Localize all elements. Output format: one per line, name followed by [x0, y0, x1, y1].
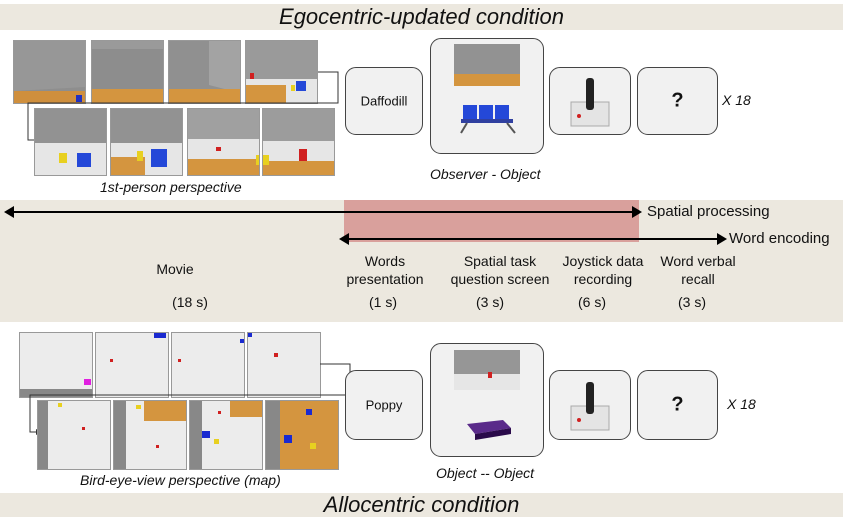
bottom-perspective-caption: Bird-eye-view perspective (map): [80, 472, 281, 488]
word-presentation-box: Daffodill: [345, 67, 423, 135]
top-condition-title: Egocentric-updated condition: [279, 4, 564, 29]
movie-frame: [13, 40, 86, 104]
duration-spatial-task: (3 s): [476, 294, 504, 310]
joystick-box: [549, 370, 631, 440]
duration-movie: (18 s): [172, 294, 208, 310]
movie-frame: [245, 40, 318, 104]
spatial-processing-highlight: [344, 200, 639, 242]
top-title-band: [0, 4, 843, 30]
map-frame: [189, 400, 263, 470]
word-encoding-label: Word encoding: [729, 230, 830, 247]
top-task-label: Observer - Object: [430, 166, 541, 182]
duration-words: (1 s): [369, 294, 397, 310]
duration-joystick: (6 s): [578, 294, 606, 310]
top-repetitions: X 18: [722, 92, 751, 108]
movie-frame: [187, 108, 260, 176]
phase-movie: Movie: [156, 261, 194, 277]
movie-frame: [91, 40, 164, 104]
movie-frame: [262, 108, 335, 176]
duration-recall: (3 s): [678, 294, 706, 310]
presented-word: Daffodill: [360, 93, 408, 109]
chairs-object-image: [460, 105, 516, 134]
bottom-title-band: [0, 493, 843, 517]
recall-box: ?: [637, 370, 718, 440]
map-frame: [95, 332, 169, 398]
recall-question-mark: ?: [671, 89, 684, 112]
spatial-processing-label: Spatial processing: [647, 203, 770, 220]
room-view-image: [454, 350, 520, 390]
map-frame: [37, 400, 111, 470]
movie-frame: [168, 40, 241, 104]
presented-word: Poppy: [365, 397, 403, 413]
joystick-image: [570, 78, 610, 127]
spatial-task-box: [430, 38, 544, 154]
timeline-arrows: [4, 206, 727, 245]
phase-words: Words presentation: [346, 253, 424, 287]
movie-frame: [34, 108, 107, 176]
joystick-image: [570, 382, 610, 431]
map-frame: [265, 400, 339, 470]
top-perspective-caption: 1st-person perspective: [100, 179, 242, 195]
room-view-image: [454, 44, 520, 86]
map-frame: [113, 400, 187, 470]
bottom-task-label: Object -- Object: [436, 465, 535, 481]
recall-question-mark: ?: [671, 393, 684, 416]
recall-box: ?: [637, 67, 718, 135]
sofa-object-image: [467, 420, 511, 440]
map-frame: [247, 332, 321, 398]
spatial-task-box: [430, 343, 544, 457]
map-frame: [19, 332, 93, 398]
movie-frame: [110, 108, 183, 176]
word-presentation-box: Poppy: [345, 370, 423, 440]
phase-recall: Word verbal recall: [660, 253, 736, 287]
bottom-condition-title: Allocentric condition: [323, 492, 520, 517]
phase-joystick: Joystick data recording: [562, 253, 644, 287]
bottom-repetitions: X 18: [727, 396, 756, 412]
phase-spatial-task: Spatial task question screen: [450, 253, 550, 287]
joystick-box: [549, 67, 631, 135]
map-frame: [171, 332, 245, 398]
